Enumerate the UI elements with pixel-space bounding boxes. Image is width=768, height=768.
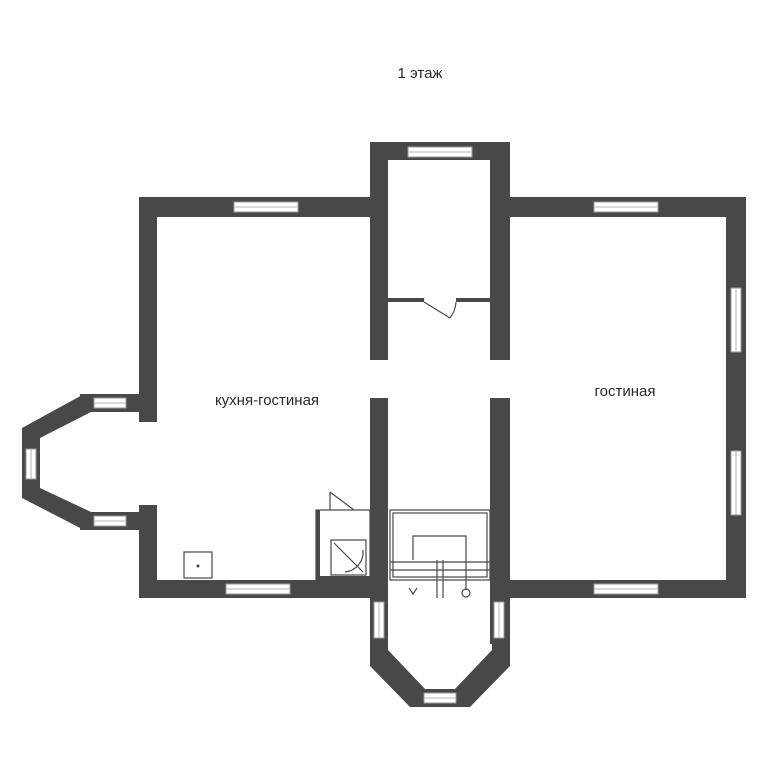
windows [25,146,742,704]
door-swing [329,491,355,511]
shower-icon [330,539,367,576]
room-label-kitchen-living: кухня-гостиная [215,392,319,409]
floor-title: 1 этаж [398,65,443,82]
door-swing [423,301,451,319]
staircase [389,509,491,581]
stair-arrow-down-icon [412,535,467,590]
partitions [183,298,491,598]
sink-icon [183,551,213,579]
room-label-living: гостиная [595,383,656,400]
